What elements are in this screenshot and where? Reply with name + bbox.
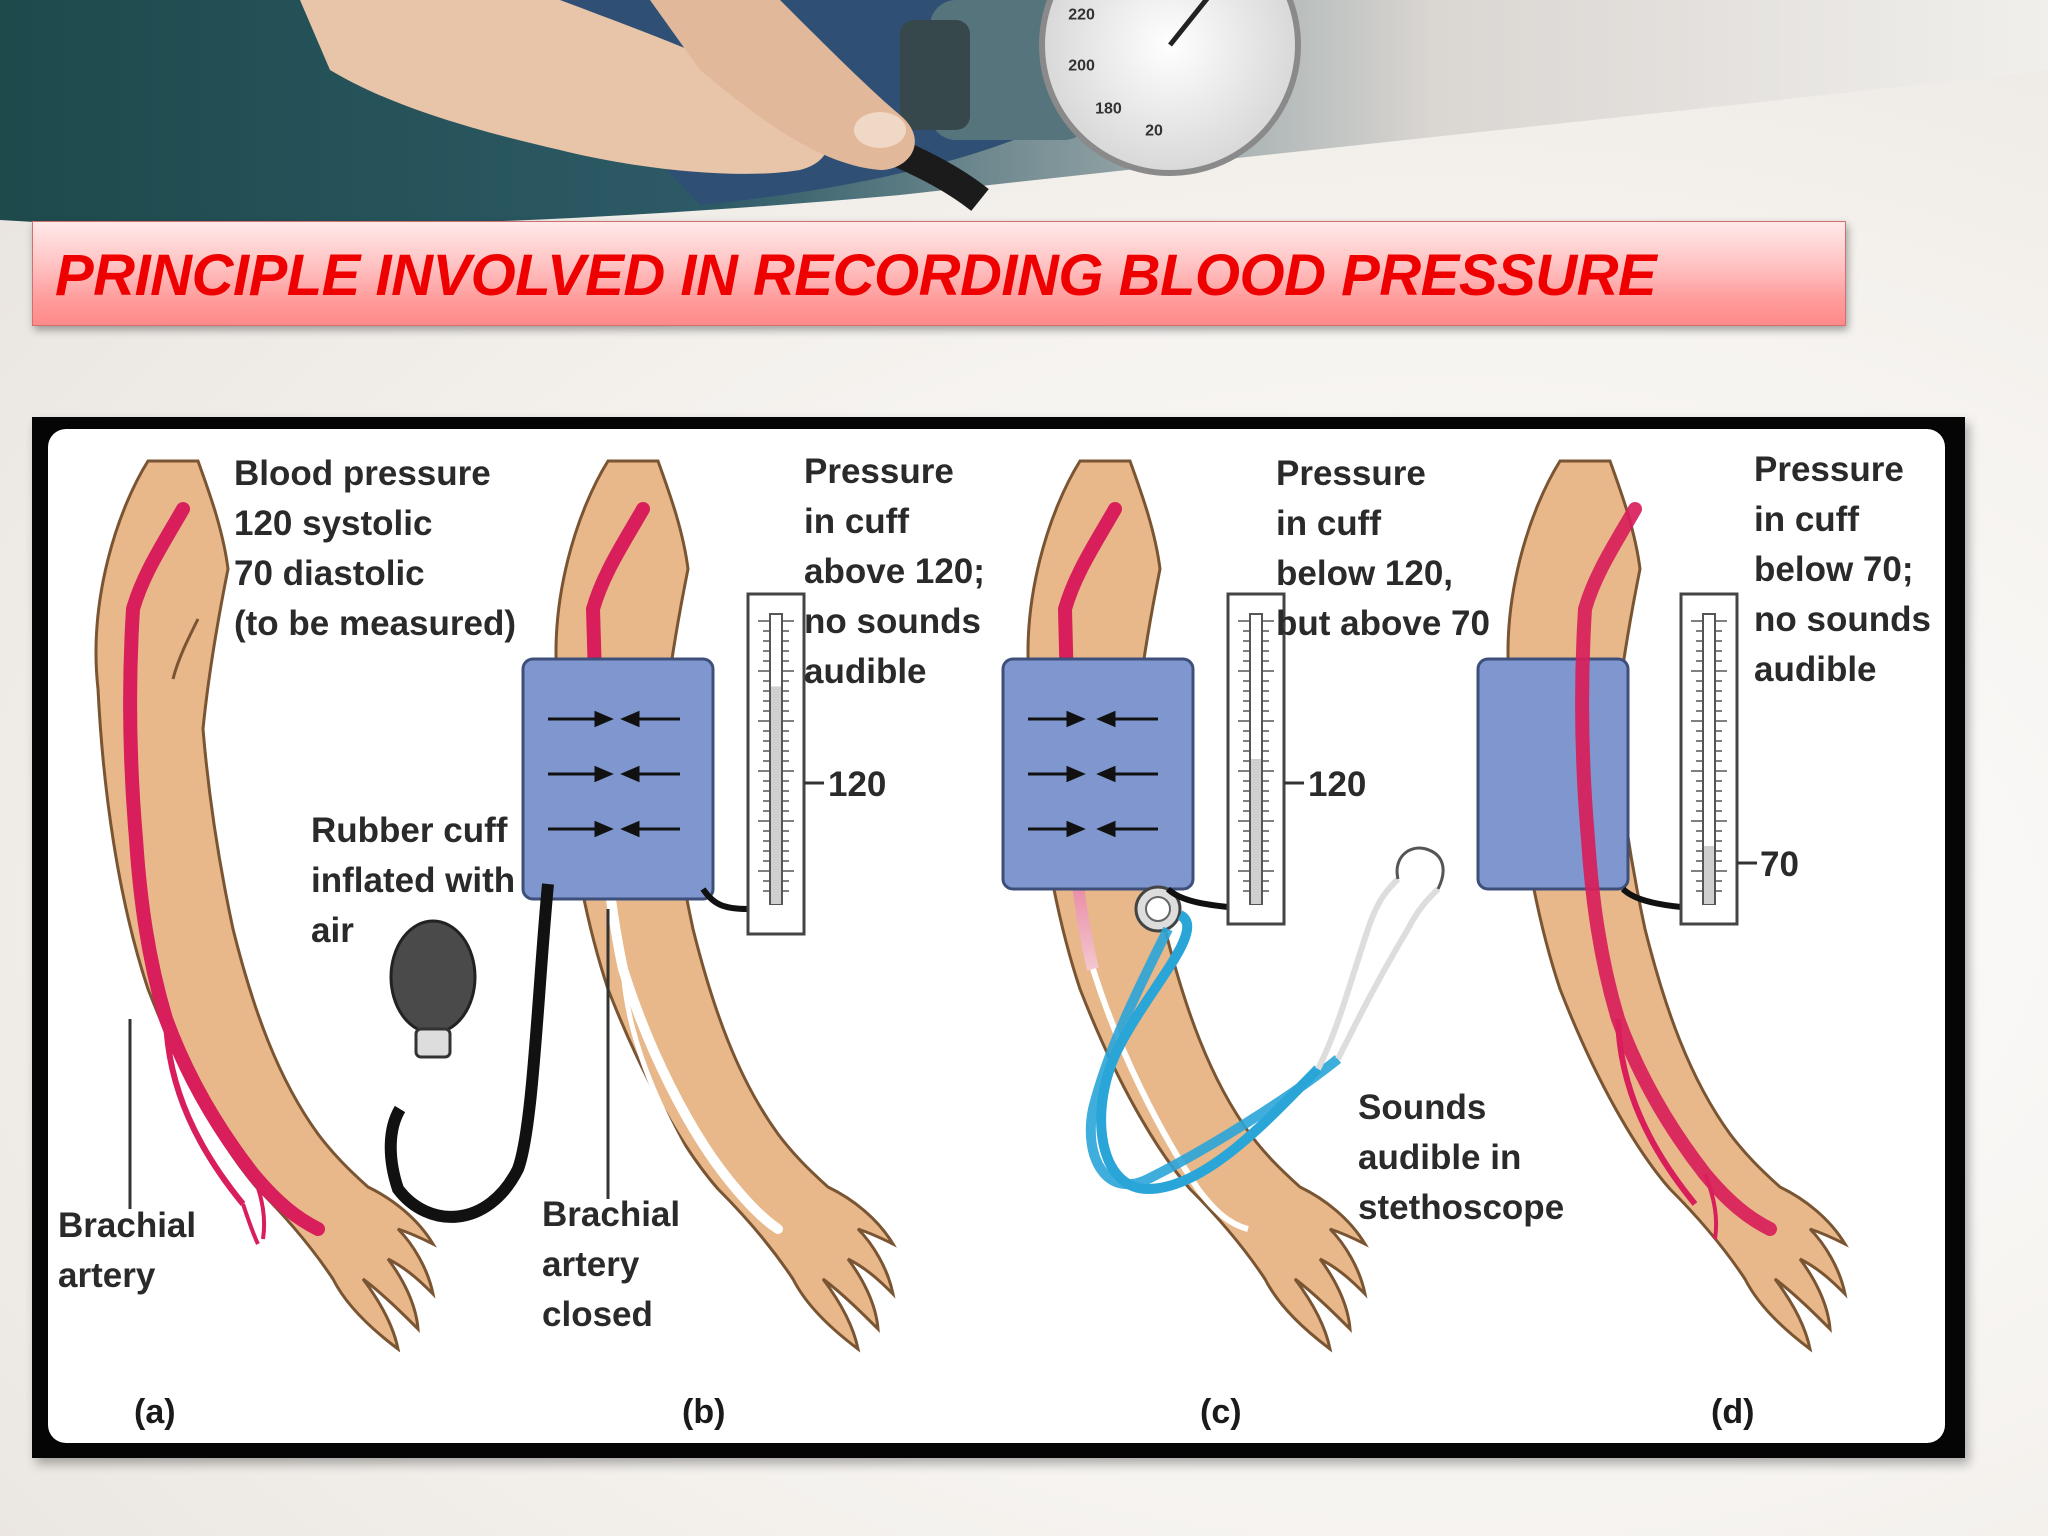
pump-tube-b bbox=[384, 883, 554, 1223]
artery-branch-d1 bbox=[1615, 1018, 1698, 1206]
stethoscope-tube-c1 bbox=[1096, 910, 1322, 1195]
panel-b-note-line-4: no sounds bbox=[804, 602, 981, 641]
artery-branch-a2 bbox=[251, 1173, 267, 1240]
panel-a-note-line-4: (to be measured) bbox=[234, 604, 516, 643]
panel-c-sound-line-3: stethoscope bbox=[1358, 1188, 1564, 1227]
gauge-dial-label: 220 bbox=[1068, 7, 1095, 24]
diagram-canvas: Blood pressure 120 systolic 70 diastolic… bbox=[48, 429, 1945, 1443]
artery-branch-b bbox=[620, 968, 716, 1201]
panel-b-note-line-2: in cuff bbox=[804, 502, 909, 541]
panel-c-label: (c) bbox=[1200, 1393, 1242, 1431]
panel-b-note: Pressure in cuff above 120; no sounds au… bbox=[804, 452, 995, 691]
panel-a-label: (a) bbox=[134, 1393, 176, 1431]
cuff-b bbox=[521, 657, 715, 901]
panel-a-artery-line-1: Brachial bbox=[58, 1206, 196, 1245]
panel-d-gauge-mark: 70 bbox=[1760, 845, 1799, 884]
diagram-frame: Blood pressure 120 systolic 70 diastolic… bbox=[32, 417, 1965, 1458]
panel-b-cuff-label: Rubber cuff inflated with air bbox=[311, 811, 525, 950]
mercury-column-d bbox=[1704, 846, 1714, 904]
panel-c-sound-label: Sounds audible in stethoscope bbox=[1358, 1088, 1564, 1227]
panel-d-note-line-1: Pressure bbox=[1754, 450, 1904, 489]
pressure-gauge bbox=[1039, 0, 1301, 176]
arm-a bbox=[94, 459, 437, 1353]
panel-d: 70 Pressure in cuff below 70; no sounds … bbox=[1476, 450, 1941, 1431]
panel-b-note-line-1: Pressure bbox=[804, 452, 954, 491]
brachial-artery-a bbox=[123, 502, 325, 1236]
artery-branch-a1 bbox=[163, 1018, 246, 1206]
inflation-bulb-b bbox=[389, 919, 477, 1035]
stethoscope-earpieces-c bbox=[1395, 846, 1445, 890]
hand bbox=[300, 0, 829, 174]
panel-c-sound-line-1: Sounds bbox=[1358, 1088, 1486, 1127]
header-photo-banner: 20180200220240260280300 bbox=[0, 0, 2048, 227]
gauge-needle bbox=[1168, 0, 1210, 47]
panel-a-artery-label: Brachial artery bbox=[58, 1206, 206, 1295]
manometer-ticks-d bbox=[1691, 620, 1727, 892]
panel-c-note-line-1: Pressure bbox=[1276, 454, 1426, 493]
artery-branch-a3 bbox=[241, 1203, 260, 1245]
panel-b-note-line-3: above 120; bbox=[804, 552, 985, 591]
cuff-d bbox=[1476, 657, 1630, 891]
panel-b-cuff-line-1: Rubber cuff bbox=[311, 811, 508, 850]
gauge-tube-b bbox=[700, 887, 749, 912]
artery-branch-d2 bbox=[1703, 1173, 1719, 1240]
mercury-column-c bbox=[1251, 759, 1261, 904]
mercury-column-b bbox=[771, 686, 781, 904]
stethoscope-tube-c2 bbox=[1085, 926, 1342, 1190]
panel-a: Blood pressure 120 systolic 70 diastolic… bbox=[58, 454, 516, 1431]
panel-b-cuff-line-3: air bbox=[311, 911, 354, 950]
panel-c-note: Pressure in cuff below 120, but above 70 bbox=[1276, 454, 1490, 643]
brachial-artery-b-upper bbox=[585, 502, 650, 716]
cuff-pressure-arrows-b bbox=[548, 710, 680, 838]
panel-d-label: (d) bbox=[1711, 1393, 1754, 1431]
blood-pressure-diagram: Blood pressure 120 systolic 70 diastolic… bbox=[58, 450, 1941, 1431]
panel-b-artery-line-3: closed bbox=[542, 1295, 653, 1334]
gauge-tube-c bbox=[1165, 886, 1229, 910]
panel-b-artery-line-1: Brachial bbox=[542, 1195, 680, 1234]
panel-b-label: (b) bbox=[682, 1393, 725, 1431]
panel-c-sound-line-2: audible in bbox=[1358, 1138, 1521, 1177]
panel-d-note-line-4: no sounds bbox=[1754, 600, 1931, 639]
panel-c: 120 Pressure in cuff below 120, but abov… bbox=[1001, 454, 1564, 1431]
panel-d-note-line-3: below 70; bbox=[1754, 550, 1913, 589]
page-title: PRINCIPLE INVOLVED IN RECORDING BLOOD PR… bbox=[55, 243, 1657, 308]
panel-b-artery-line-2: artery bbox=[542, 1245, 640, 1284]
elbow-crease-a bbox=[171, 618, 200, 680]
gauge-tube-d bbox=[1620, 886, 1682, 910]
panel-b-note-line-5: audible bbox=[804, 652, 927, 691]
panel-a-note: Blood pressure 120 systolic 70 diastolic… bbox=[234, 454, 516, 643]
panel-c-note-line-3: below 120, bbox=[1276, 554, 1453, 593]
cuff-pressure-arrows-c bbox=[1028, 710, 1158, 838]
manometer-ticks-b bbox=[758, 620, 794, 892]
panel-b-gauge-mark: 120 bbox=[828, 765, 886, 804]
valve-ring bbox=[900, 20, 970, 130]
panel-a-note-line-3: 70 diastolic bbox=[234, 554, 425, 593]
panel-d-note: Pressure in cuff below 70; no sounds aud… bbox=[1754, 450, 1941, 689]
gauge-dial-label: 180 bbox=[1095, 100, 1122, 117]
bulb-valve-b bbox=[414, 1027, 452, 1059]
panel-c-gauge-mark: 120 bbox=[1308, 765, 1366, 804]
panel-c-note-line-4: but above 70 bbox=[1276, 604, 1490, 643]
panel-b-cuff-line-2: inflated with bbox=[311, 861, 515, 900]
panel-b-artery-label: Brachial artery closed bbox=[542, 1195, 690, 1334]
panel-c-note-line-2: in cuff bbox=[1276, 504, 1381, 543]
panel-a-artery-line-2: artery bbox=[58, 1256, 156, 1295]
manometer-ticks-c bbox=[1238, 620, 1274, 892]
brachial-artery-c-upper bbox=[1057, 502, 1122, 736]
panel-a-note-line-2: 120 systolic bbox=[234, 504, 432, 543]
gauge-dial-label: 20 bbox=[1145, 123, 1163, 140]
gauge-dial-label: 200 bbox=[1068, 57, 1095, 74]
panel-a-note-line-1: Blood pressure bbox=[234, 454, 491, 493]
panel-b: 120 Pressure in cuff above 120; no sound… bbox=[311, 452, 995, 1431]
panel-d-note-line-5: audible bbox=[1754, 650, 1877, 689]
thumb bbox=[650, 0, 915, 170]
panel-d-note-line-2: in cuff bbox=[1754, 500, 1859, 539]
thumbnail bbox=[854, 112, 906, 148]
stethoscope-diaphragm-c bbox=[1145, 896, 1171, 922]
gauge-dial-labels: 20180200220240260280300 bbox=[1068, 7, 1163, 140]
brachial-artery-d bbox=[1575, 502, 1777, 1236]
stethoscope-binaural-c bbox=[1315, 876, 1441, 1071]
title-bar: PRINCIPLE INVOLVED IN RECORDING BLOOD PR… bbox=[32, 221, 1846, 326]
